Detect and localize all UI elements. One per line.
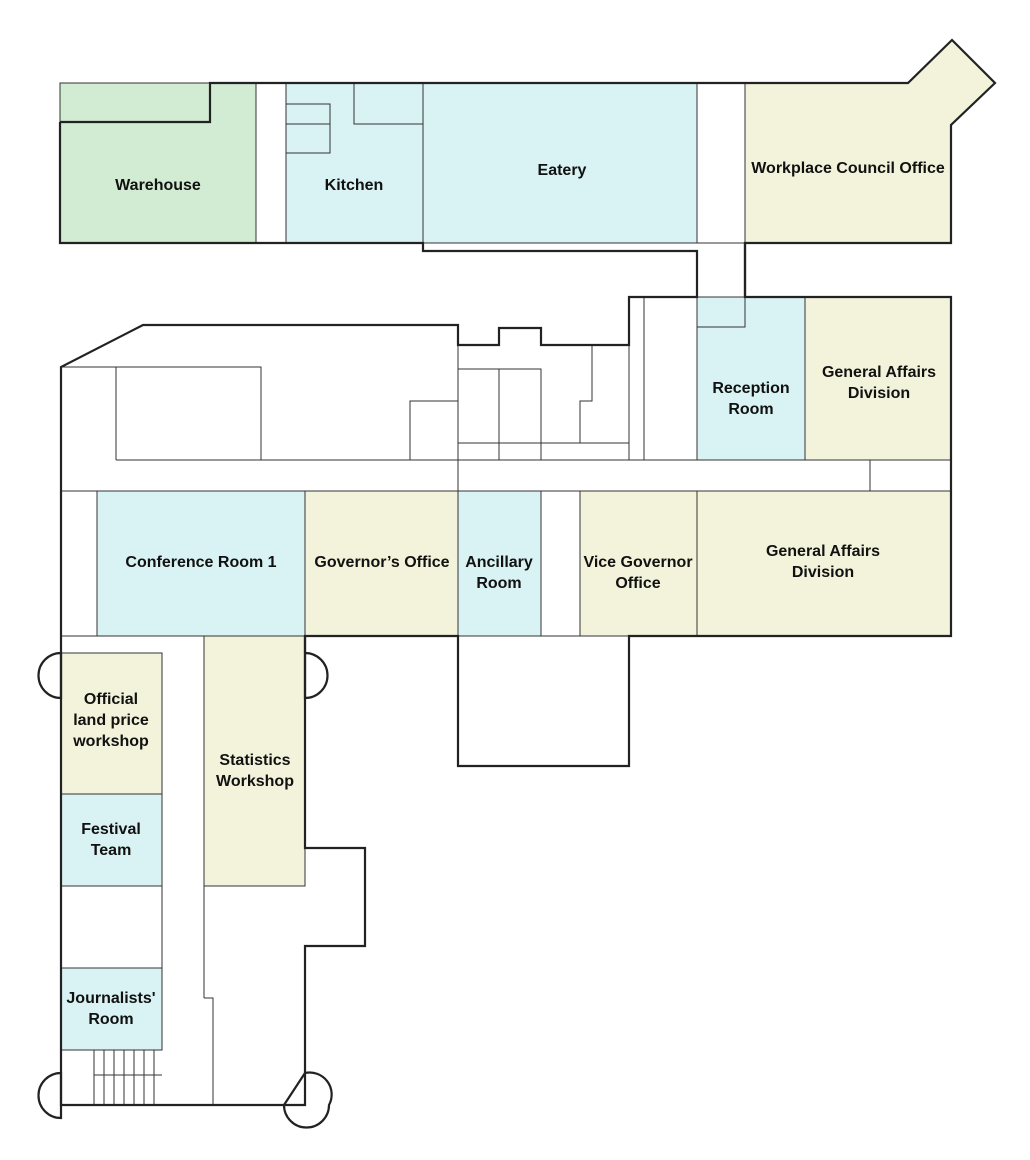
eatery-room[interactable] [422, 82, 698, 244]
label-line: Workplace Council Office [751, 160, 945, 177]
label-eatery: Eatery [538, 162, 587, 179]
label-line: Festival [81, 821, 141, 838]
label-line: Room [88, 1011, 133, 1028]
label-line: Ancillary [465, 554, 533, 571]
exterior-walls [58, 38, 997, 1107]
label-line: Team [91, 842, 132, 859]
room-labels: Warehouse Kitchen Eatery Workplace Counc… [66, 160, 944, 1028]
warehouse-room[interactable] [59, 82, 257, 244]
reception-room[interactable] [696, 296, 806, 461]
label-conference-room-1: Conference Room 1 [125, 554, 276, 571]
festival-team-room[interactable] [60, 793, 163, 887]
label-line: Statistics [219, 752, 290, 769]
label-line: workshop [72, 733, 149, 750]
label-governors-office: Governor’s Office [314, 554, 449, 571]
label-line: Official [84, 691, 138, 708]
label-workplace-council-office: Workplace Council Office [751, 160, 945, 177]
statistics-workshop-room[interactable] [203, 635, 306, 887]
label-line: Room [476, 575, 521, 592]
label-line: Journalists' [66, 990, 155, 1007]
label-line: Room [728, 401, 773, 418]
staircase [93, 1050, 162, 1105]
conference-room-1[interactable] [96, 490, 306, 637]
label-line: Division [792, 564, 854, 581]
label-line: Workshop [216, 773, 294, 790]
label-warehouse: Warehouse [115, 177, 201, 194]
interior-partitions [61, 83, 952, 1105]
label-line: General Affairs [766, 543, 880, 560]
label-line: Vice Governor [583, 554, 692, 571]
label-line: land price [73, 712, 149, 729]
label-line: Eatery [538, 162, 587, 179]
label-journalists-room: Journalists' Room [66, 990, 155, 1028]
ancillary-room[interactable] [457, 490, 542, 637]
governors-office-room[interactable] [304, 490, 459, 637]
workplace-council-office-room[interactable] [744, 39, 996, 244]
label-line: Division [848, 385, 910, 402]
label-official-land-price-workshop: Official land price workshop [72, 691, 149, 750]
journalists-room[interactable] [60, 967, 163, 1051]
corner-towers [37, 651, 333, 1129]
general-affairs-division-lower-room[interactable] [696, 490, 952, 637]
label-kitchen: Kitchen [325, 177, 384, 194]
label-line: Kitchen [325, 177, 384, 194]
label-line: Office [615, 575, 660, 592]
label-line: Governor’s Office [314, 554, 449, 571]
label-line: Conference Room 1 [125, 554, 276, 571]
label-line: Warehouse [115, 177, 201, 194]
label-line: General Affairs [822, 364, 936, 381]
label-line: Reception [712, 380, 789, 397]
